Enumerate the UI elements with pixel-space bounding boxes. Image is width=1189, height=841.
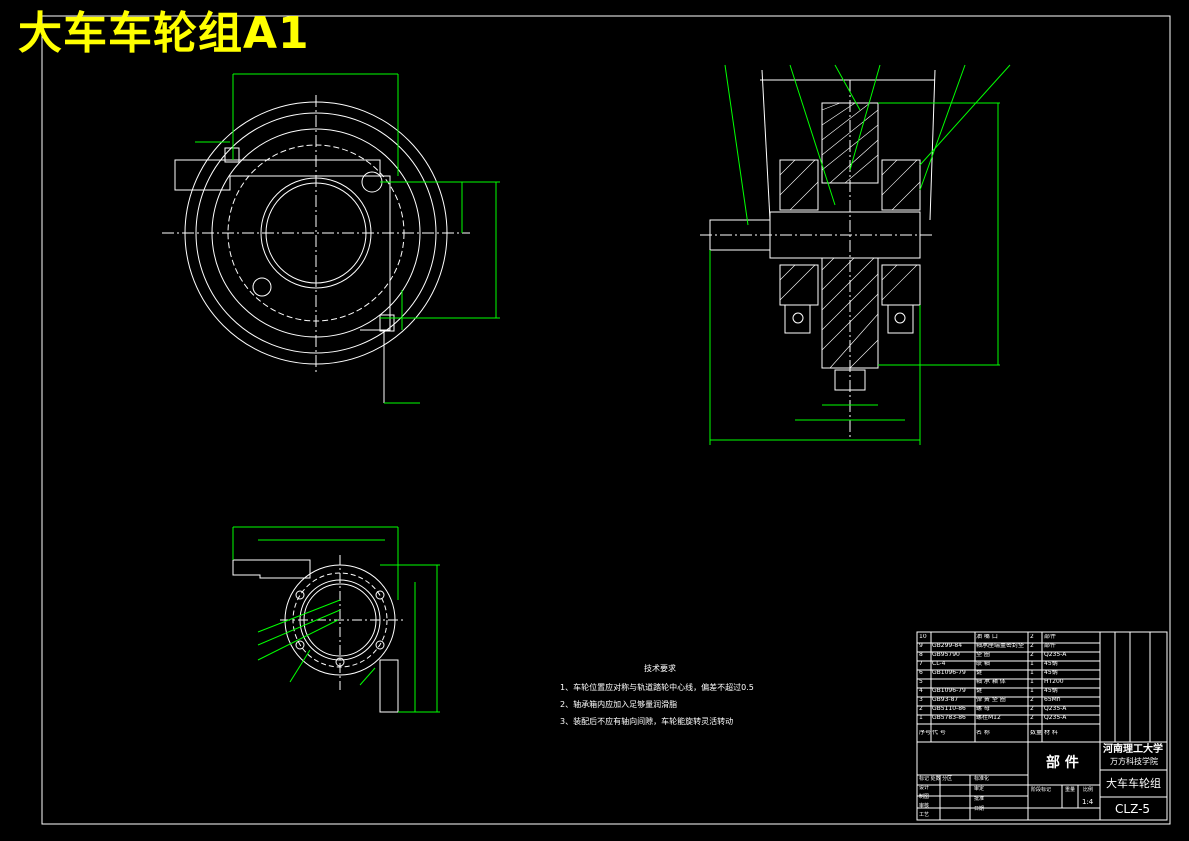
parts-row-3-material: 65Mn [1044, 697, 1061, 703]
drawing-border [41, 15, 1171, 825]
parts-row-8-name: 垫 圈 [976, 652, 990, 658]
wheel-section-hatch [779, 102, 921, 369]
title-block-mid-label-0: 标准化 [974, 776, 990, 782]
wheel-side-dims [195, 73, 500, 404]
title-block-left-row-4: 工艺 [919, 812, 930, 818]
parts-row-3-no: 3 [919, 697, 923, 703]
parts-header-qty: 数量 [1030, 730, 1042, 736]
parts-row-8-code: GB95790 [932, 652, 960, 658]
parts-row-5-no: 5 [919, 679, 923, 685]
title-block-grid [916, 631, 1168, 821]
parts-row-4-code: GB1096-79 [932, 688, 966, 694]
parts-row-2-qty: 2 [1030, 706, 1034, 712]
parts-row-6-no: 6 [919, 670, 923, 676]
parts-header-code: 代 号 [932, 730, 946, 736]
parts-row-7-qty: 1 [1030, 661, 1034, 667]
parts-row-2-code: GB5110-86 [932, 706, 966, 712]
stage-label: 阶段标记 [1031, 787, 1052, 793]
parts-header-name: 名 称 [976, 730, 990, 736]
drawing-code: CLZ-5 [1115, 802, 1151, 816]
parts-row-3-qty: 2 [1030, 697, 1034, 703]
drawing-name: 大车车轮组 [1106, 777, 1161, 790]
parts-row-4-qty: 1 [1030, 688, 1034, 694]
parts-row-1-code: GB5783-86 [932, 715, 966, 721]
parts-row-9-name: 轴承座端盖密封垫 [976, 643, 1025, 649]
parts-row-6-qty: 1 [1030, 670, 1034, 676]
parts-row-1-material: Q235-A [1044, 715, 1067, 721]
parts-row-1-no: 1 [919, 715, 923, 721]
title-block-left-row-2: 制图 [919, 794, 930, 800]
title-block-mid-label-2: 批准 [974, 796, 985, 802]
parts-row-9-material: 部件 [1044, 643, 1057, 649]
part-label: 部 件 [1046, 755, 1079, 771]
parts-row-3-code: GB93-87 [932, 697, 959, 703]
university-name: 河南理工大学 [1103, 744, 1163, 755]
title-block-left-row-0: 标记 处数 分区 [919, 776, 953, 782]
title-block-left-row-1: 设计 [919, 785, 930, 791]
wheel-side-view [162, 95, 470, 403]
weight-label: 重量 [1065, 787, 1076, 793]
tech-item-1: 1、车轮位置应对称与轨道踏轮中心线，偏差不超过0.5 [560, 683, 754, 692]
parts-row-7-code: CL-4 [932, 661, 946, 667]
parts-row-4-name: 键 [976, 688, 983, 694]
technical-requirements: 技术要求 1、车轮位置应对称与轨道踏轮中心线，偏差不超过0.5 2、轴承箱内应加… [560, 660, 760, 730]
parts-row-8-no: 8 [919, 652, 923, 658]
college-name: 万方科技学院 [1110, 757, 1158, 766]
tech-item-2: 2、轴承箱内应加入足够量润滑脂 [560, 700, 678, 709]
title-block-mid-label-1: 审定 [974, 786, 985, 792]
parts-row-1-name: 螺栓M12 [976, 715, 1001, 721]
parts-row-5-qty: 1 [1030, 679, 1034, 685]
scale-value: 1:4 [1082, 798, 1094, 806]
parts-row-2-no: 2 [919, 706, 923, 712]
title-block-left-row-3: 审核 [919, 803, 930, 809]
parts-row-3-name: 弹 簧 垫 圈 [976, 697, 1006, 703]
parts-row-6-material: 45钢 [1044, 670, 1058, 676]
parts-row-4-material: 45钢 [1044, 688, 1058, 694]
parts-row-7-no: 7 [919, 661, 923, 667]
parts-row-9-qty: 2 [1030, 643, 1034, 649]
parts-row-10-no: 10 [919, 634, 927, 640]
parts-row-6-code: GB1096-79 [932, 670, 966, 676]
parts-row-10-name: 油 嘴 口 [976, 634, 998, 640]
title-block-mid-label-3: 日期 [974, 806, 985, 812]
wheel-section-view [700, 69, 936, 440]
bearing-housing-dims [232, 526, 440, 713]
parts-row-9-no: 9 [919, 643, 923, 649]
parts-header-material: 材 料 [1044, 730, 1058, 736]
parts-row-4-no: 4 [919, 688, 923, 694]
wheel-section-dims [709, 64, 1011, 445]
parts-row-2-material: Q235-A [1044, 706, 1067, 712]
parts-row-5-name: 轴 承 箱 体 [976, 679, 1006, 685]
parts-row-8-material: Q235-A [1044, 652, 1067, 658]
parts-row-7-name: 联 轴 [976, 661, 990, 667]
drawing-title: 大车车轮组A1 [18, 8, 310, 59]
parts-row-6-name: 键 [976, 670, 983, 676]
parts-row-8-qty: 2 [1030, 652, 1034, 658]
parts-row-10-qty: 2 [1030, 634, 1034, 640]
parts-row-5-material: HT200 [1044, 679, 1064, 685]
tech-item-3: 3、装配后不应有轴向间隙，车轮能旋转灵活转动 [560, 717, 734, 726]
parts-row-10-material: 部件 [1044, 634, 1057, 640]
parts-row-7-material: 45钢 [1044, 661, 1058, 667]
parts-header-no: 序号 [919, 730, 931, 736]
parts-row-9-code: GB299-84 [932, 643, 963, 649]
bearing-housing-view [232, 555, 405, 713]
ratio-label: 比例 [1083, 787, 1094, 793]
parts-row-1-qty: 2 [1030, 715, 1034, 721]
tech-heading: 技术要求 [644, 664, 676, 673]
parts-row-2-name: 螺 母 [976, 706, 990, 712]
